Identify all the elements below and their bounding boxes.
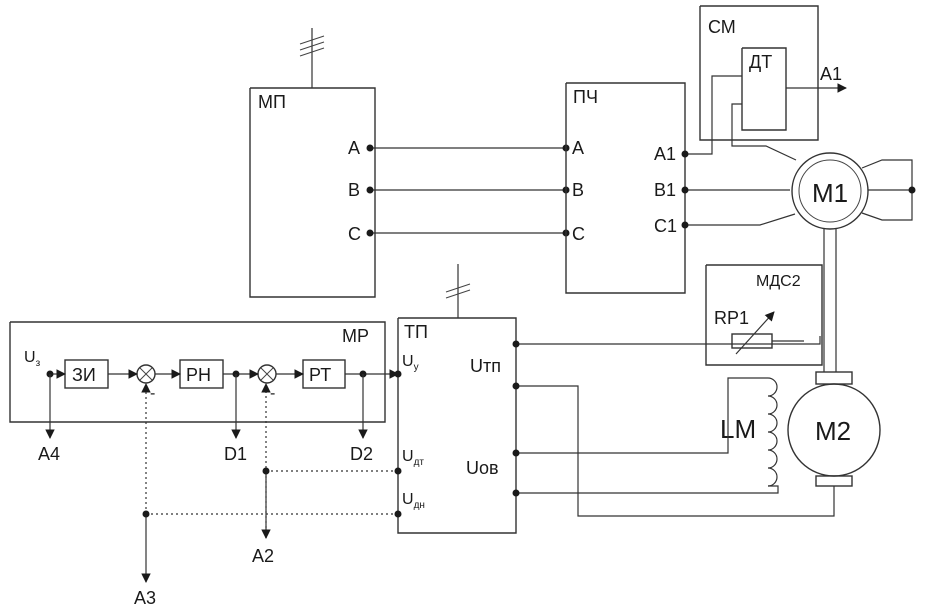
phase-b1-c1-wires — [681, 186, 796, 229]
rp1-label: RP1 — [714, 308, 749, 328]
armature-wires — [512, 336, 835, 517]
mr-label: МР — [342, 326, 369, 346]
output-d2: D2 — [350, 444, 373, 464]
mp-terminal-b: В — [348, 180, 360, 200]
u-tp-label: Uтп — [470, 356, 501, 376]
pch-terminal-b: В — [572, 180, 584, 200]
pch-label: ПЧ — [573, 87, 598, 107]
mp-block: МП — [249, 87, 376, 298]
field-winding-lm: LM — [720, 377, 778, 487]
pch-terminal-a1: А1 — [654, 144, 676, 164]
junction-dot — [394, 510, 402, 518]
zi-label: ЗИ — [72, 365, 96, 385]
mp-terminal-c: С — [348, 224, 361, 244]
mp-label: МП — [258, 92, 286, 112]
motor-m2-label: М2 — [815, 416, 851, 446]
zi-block: ЗИ — [64, 359, 109, 389]
mp-bus-mark — [299, 28, 325, 88]
mp-terminal-a: А — [348, 138, 360, 158]
junction-dot — [366, 144, 374, 152]
regulator-signal-path — [46, 369, 402, 379]
output-d1: D1 — [224, 444, 247, 464]
rn-label: РН — [186, 365, 211, 385]
rt-label: РТ — [309, 365, 331, 385]
u-z-label: Uз — [24, 349, 41, 369]
summator-2: - — [257, 364, 277, 402]
junction-dot — [262, 467, 270, 475]
output-a3: А3 — [134, 588, 156, 608]
u-dt-label: Uдт — [402, 448, 424, 468]
rn-block: РН — [179, 359, 224, 389]
junction-dot — [142, 510, 150, 518]
phase-a1-wire — [681, 75, 797, 161]
junction-dot — [394, 467, 402, 475]
junction-dot — [512, 340, 520, 348]
u-dn-label: Uдн — [402, 491, 425, 511]
field-wires — [512, 377, 779, 497]
mds2-label: МДС2 — [756, 273, 801, 290]
junction-dot — [366, 186, 374, 194]
junction-dot — [512, 449, 520, 457]
motor-m1: М1 — [791, 152, 916, 230]
mds2-block: МДС2 RP1 — [705, 264, 823, 366]
output-a4: А4 — [38, 444, 60, 464]
u-y-label: Uу — [402, 353, 419, 373]
motor-m2: М2 — [787, 371, 881, 487]
pch-block: ПЧ — [565, 82, 686, 294]
junction-dot — [908, 186, 916, 194]
minus-sign-1: - — [150, 385, 155, 402]
voltage-feedback — [141, 383, 402, 583]
lm-label: LM — [720, 414, 756, 444]
sm-label: СМ — [708, 17, 736, 37]
tp-block: ТП — [397, 317, 517, 534]
pch-terminal-a: А — [572, 138, 584, 158]
summator-1: - — [136, 364, 156, 402]
tp-label: ТП — [404, 322, 428, 342]
sm-block: СМ — [699, 5, 819, 141]
dt-label: ДТ — [749, 52, 772, 72]
rt-block: РТ — [302, 359, 346, 389]
current-feedback — [261, 383, 402, 539]
output-a2: А2 — [252, 546, 274, 566]
output-a1: А1 — [820, 64, 842, 84]
junction-dot — [512, 382, 520, 390]
junction-dot — [681, 150, 689, 158]
mr-block: МР — [9, 321, 386, 423]
pch-terminal-c1: С1 — [654, 216, 677, 236]
output-taps — [45, 374, 368, 439]
junction-dot — [681, 221, 689, 229]
mp-pch-wires — [366, 144, 570, 237]
shaft-coupling — [823, 229, 837, 372]
pch-terminal-c: С — [572, 224, 585, 244]
motor-m1-label: М1 — [812, 178, 848, 208]
junction-dot — [394, 370, 402, 378]
minus-sign-2: - — [270, 385, 275, 402]
pch-terminal-b1: В1 — [654, 180, 676, 200]
u-ov-label: Uов — [466, 458, 499, 478]
tp-bus-mark — [445, 264, 471, 318]
junction-dot — [512, 489, 520, 497]
junction-dot — [366, 229, 374, 237]
dt-block: ДТ — [741, 47, 787, 131]
junction-dot — [681, 186, 689, 194]
